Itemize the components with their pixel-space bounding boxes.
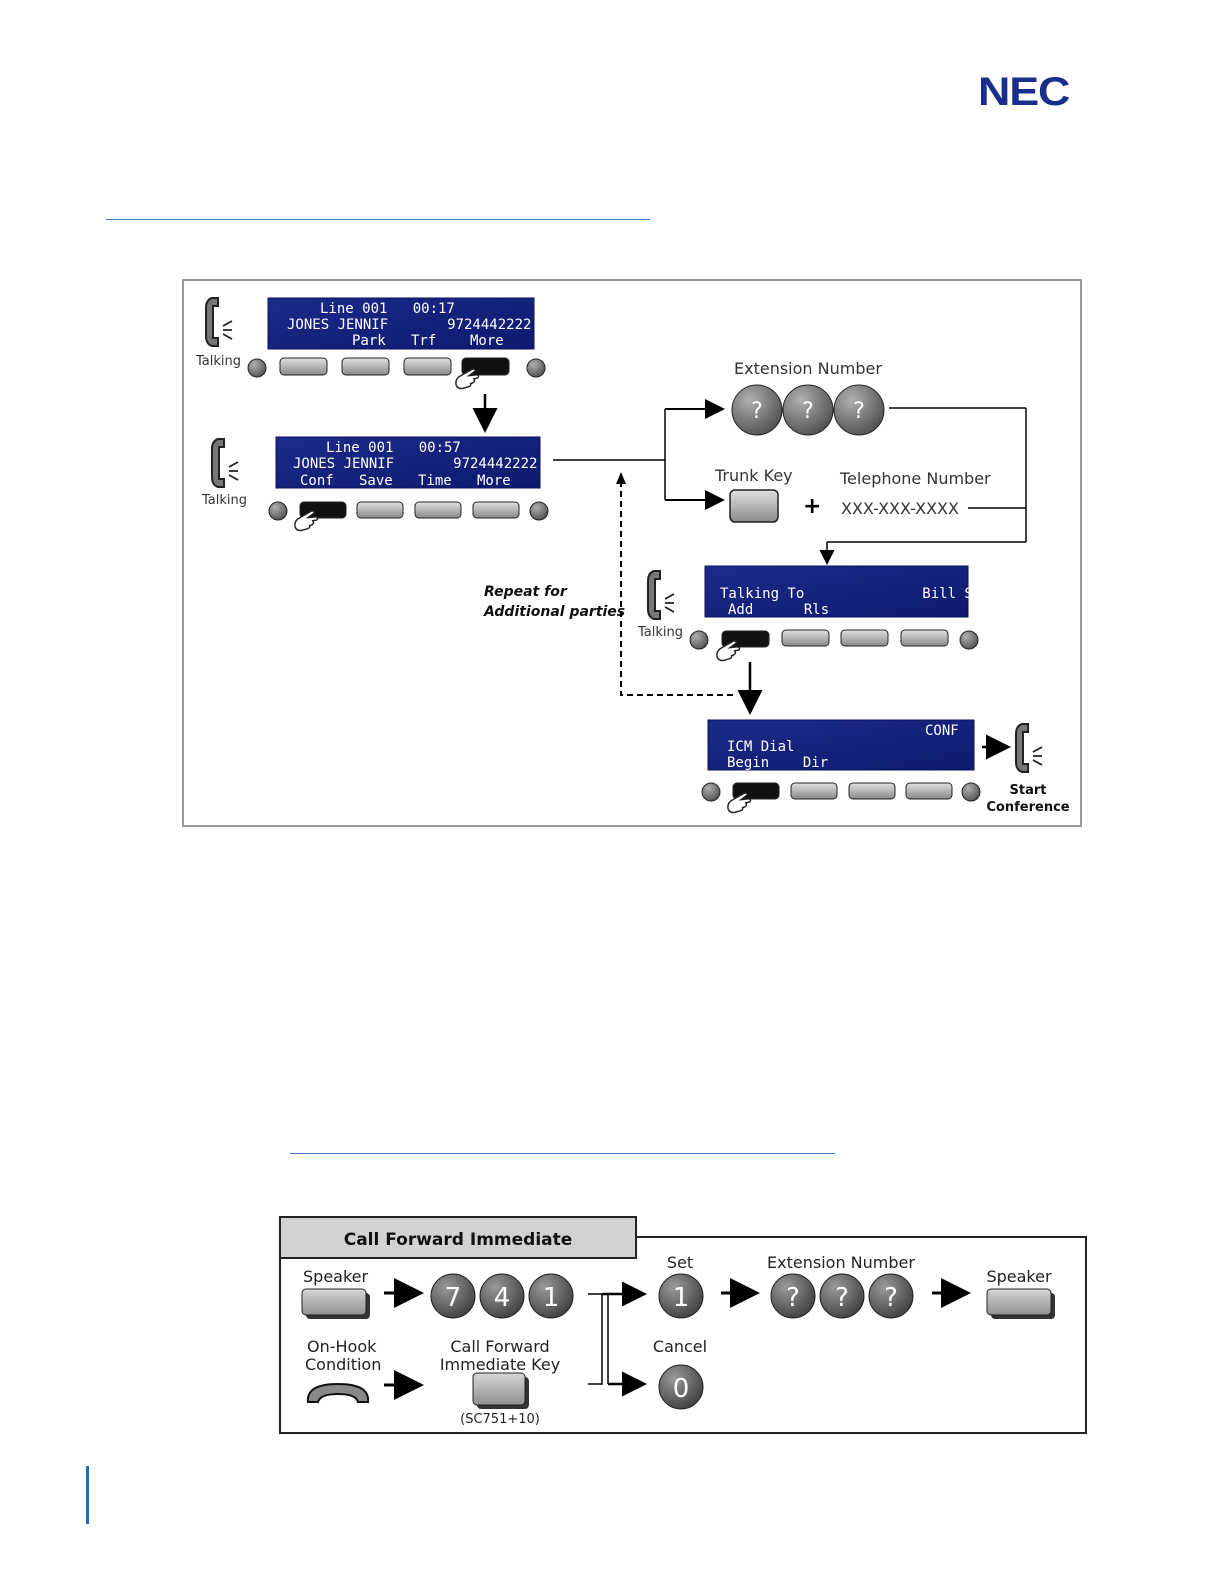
display-screen-4: CONF ICM Dial Begin Dir bbox=[707, 719, 975, 771]
softkey-icon bbox=[790, 782, 838, 800]
cfi-title: Call Forward Immediate bbox=[344, 1230, 573, 1250]
softkey-icon bbox=[414, 501, 462, 519]
digit-label: ? bbox=[835, 1283, 849, 1313]
digit-key-icon bbox=[770, 1273, 816, 1319]
cancel-label: Cancel bbox=[653, 1337, 707, 1356]
digit-label: ? bbox=[853, 399, 865, 424]
repeat-loop-line bbox=[620, 483, 733, 696]
repeat-label-line2: Additional parties bbox=[483, 604, 625, 620]
section-rule-top bbox=[106, 219, 650, 220]
screen1-line3: Park Trf More bbox=[352, 333, 504, 349]
screen2-line1: Line 001 00:57 bbox=[326, 440, 461, 456]
digit-key-icon bbox=[479, 1273, 525, 1319]
screen2-line2: JONES JENNIF 9724442222 bbox=[293, 456, 537, 472]
cancel-digit-key-icon bbox=[658, 1364, 704, 1410]
screen3-line1: Talking To Bill Smith bbox=[720, 586, 1007, 602]
round-key-icon bbox=[247, 358, 267, 378]
screen1-line2: JONES JENNIF 9724442222 bbox=[287, 317, 531, 333]
screen4-line1: CONF bbox=[925, 723, 959, 739]
cfi-key-label-line1: Call Forward bbox=[450, 1337, 549, 1356]
softkey-icon bbox=[341, 357, 390, 376]
cfi-key-icon bbox=[472, 1372, 526, 1406]
start-label-line1: Start bbox=[1010, 783, 1047, 798]
page-margin-bar bbox=[86, 1466, 89, 1524]
talking-label-2: Talking bbox=[201, 493, 247, 508]
digit-label: ? bbox=[802, 399, 814, 424]
round-key-icon bbox=[526, 358, 546, 378]
on-hook-handset-icon bbox=[306, 1382, 370, 1403]
telephone-number-value: XXX-XXX-XXXX bbox=[841, 499, 959, 518]
screen1-line1: Line 001 00:17 bbox=[320, 301, 455, 317]
set-digit-key-icon bbox=[658, 1273, 704, 1319]
softkey-icon bbox=[781, 629, 830, 647]
screen3-line2: Add Rls bbox=[728, 602, 829, 618]
cancel-digit: 0 bbox=[673, 1374, 690, 1404]
round-key-icon bbox=[701, 782, 721, 802]
nec-logo: NEC bbox=[978, 70, 1070, 114]
speaker-label: Speaker bbox=[303, 1267, 369, 1286]
display-screen-3: Talking To Bill Smith Add Rls bbox=[704, 565, 1007, 618]
trunk-key-icon bbox=[729, 489, 779, 523]
digit-label: ? bbox=[786, 1283, 800, 1313]
repeat-label-line1: Repeat for bbox=[484, 584, 568, 600]
round-key-icon bbox=[529, 501, 549, 521]
set-label: Set bbox=[667, 1253, 693, 1272]
round-key-icon bbox=[689, 630, 709, 650]
screen2-line3: Conf Save Time More bbox=[300, 473, 511, 489]
softkey-icon bbox=[403, 357, 452, 376]
display-screen-2: Line 001 00:57 JONES JENNIF 9724442222 C… bbox=[275, 436, 541, 489]
softkey-icon bbox=[840, 629, 889, 647]
start-label-line2: Conference bbox=[986, 800, 1069, 815]
screen4-line2: ICM Dial bbox=[727, 739, 794, 755]
cfi-key-code: (SC751+10) bbox=[460, 1412, 540, 1427]
digit-key-icon bbox=[868, 1273, 914, 1319]
digit-key-icon bbox=[430, 1273, 476, 1319]
code-digit: 4 bbox=[494, 1283, 511, 1313]
softkey-icon bbox=[905, 782, 953, 800]
screen4-line3: Begin Dir bbox=[727, 755, 828, 771]
softkey-icon bbox=[356, 501, 404, 519]
set-digit: 1 bbox=[673, 1283, 690, 1313]
talking-label-3: Talking bbox=[637, 625, 683, 640]
speaker-end-label: Speaker bbox=[986, 1267, 1052, 1286]
cfi-title-tab bbox=[279, 1216, 637, 1259]
display-screen-1: Line 001 00:17 JONES JENNIF 9724442222 P… bbox=[267, 297, 535, 350]
digit-key-icon bbox=[731, 384, 783, 436]
arrow-up-icon bbox=[616, 472, 626, 484]
softkey-icon bbox=[472, 501, 520, 519]
extension-number-label: Extension Number bbox=[734, 359, 882, 378]
round-key-icon bbox=[959, 630, 979, 650]
trunk-key-label: Trunk Key bbox=[714, 466, 793, 485]
round-key-icon bbox=[268, 501, 288, 521]
softkey-icon bbox=[900, 629, 949, 647]
speaker-key-icon bbox=[301, 1288, 367, 1316]
talking-label-1: Talking bbox=[195, 354, 241, 369]
digit-label: ? bbox=[751, 399, 763, 424]
section-rule-bottom bbox=[290, 1153, 835, 1154]
code-digit: 1 bbox=[543, 1283, 560, 1313]
digit-key-icon bbox=[528, 1273, 574, 1319]
softkey-icon bbox=[848, 782, 896, 800]
speaker-end-key-icon bbox=[986, 1288, 1052, 1316]
digit-key-icon bbox=[833, 384, 885, 436]
code-digit: 7 bbox=[445, 1283, 462, 1313]
digit-key-icon bbox=[819, 1273, 865, 1319]
digit-key-icon bbox=[782, 384, 834, 436]
cfi-key-label-line2: Immediate Key bbox=[440, 1355, 560, 1374]
round-key-icon bbox=[961, 782, 981, 802]
cfi-extension-number-label: Extension Number bbox=[767, 1253, 915, 1272]
telephone-number-label: Telephone Number bbox=[839, 469, 991, 488]
digit-label: ? bbox=[884, 1283, 898, 1313]
on-hook-label-line2: Condition bbox=[305, 1355, 381, 1374]
plus-sign: + bbox=[803, 494, 821, 519]
on-hook-label-line1: On-Hook bbox=[307, 1337, 377, 1356]
softkey-icon bbox=[279, 357, 328, 376]
